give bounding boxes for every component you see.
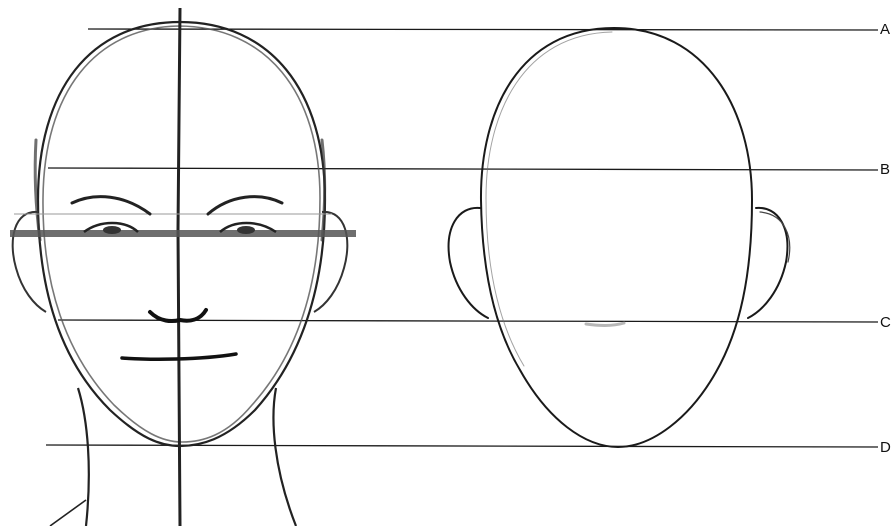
ears — [13, 212, 348, 312]
front-face-sketch — [10, 8, 356, 526]
guide-lines — [46, 29, 878, 447]
neck — [50, 388, 296, 526]
center-vertical-line — [178, 8, 180, 526]
eye-line — [10, 214, 356, 237]
outline-head-diagram — [449, 28, 790, 447]
guide-label-c: C — [880, 315, 894, 331]
nose-hint-mark — [586, 323, 624, 325]
guide-line-b — [48, 168, 878, 170]
head-oval-outline — [481, 28, 752, 447]
guide-label-d: D — [880, 440, 894, 456]
guide-label-a: A — [880, 22, 894, 38]
right-ear-outline — [748, 208, 787, 318]
guide-label-b: B — [880, 162, 894, 178]
